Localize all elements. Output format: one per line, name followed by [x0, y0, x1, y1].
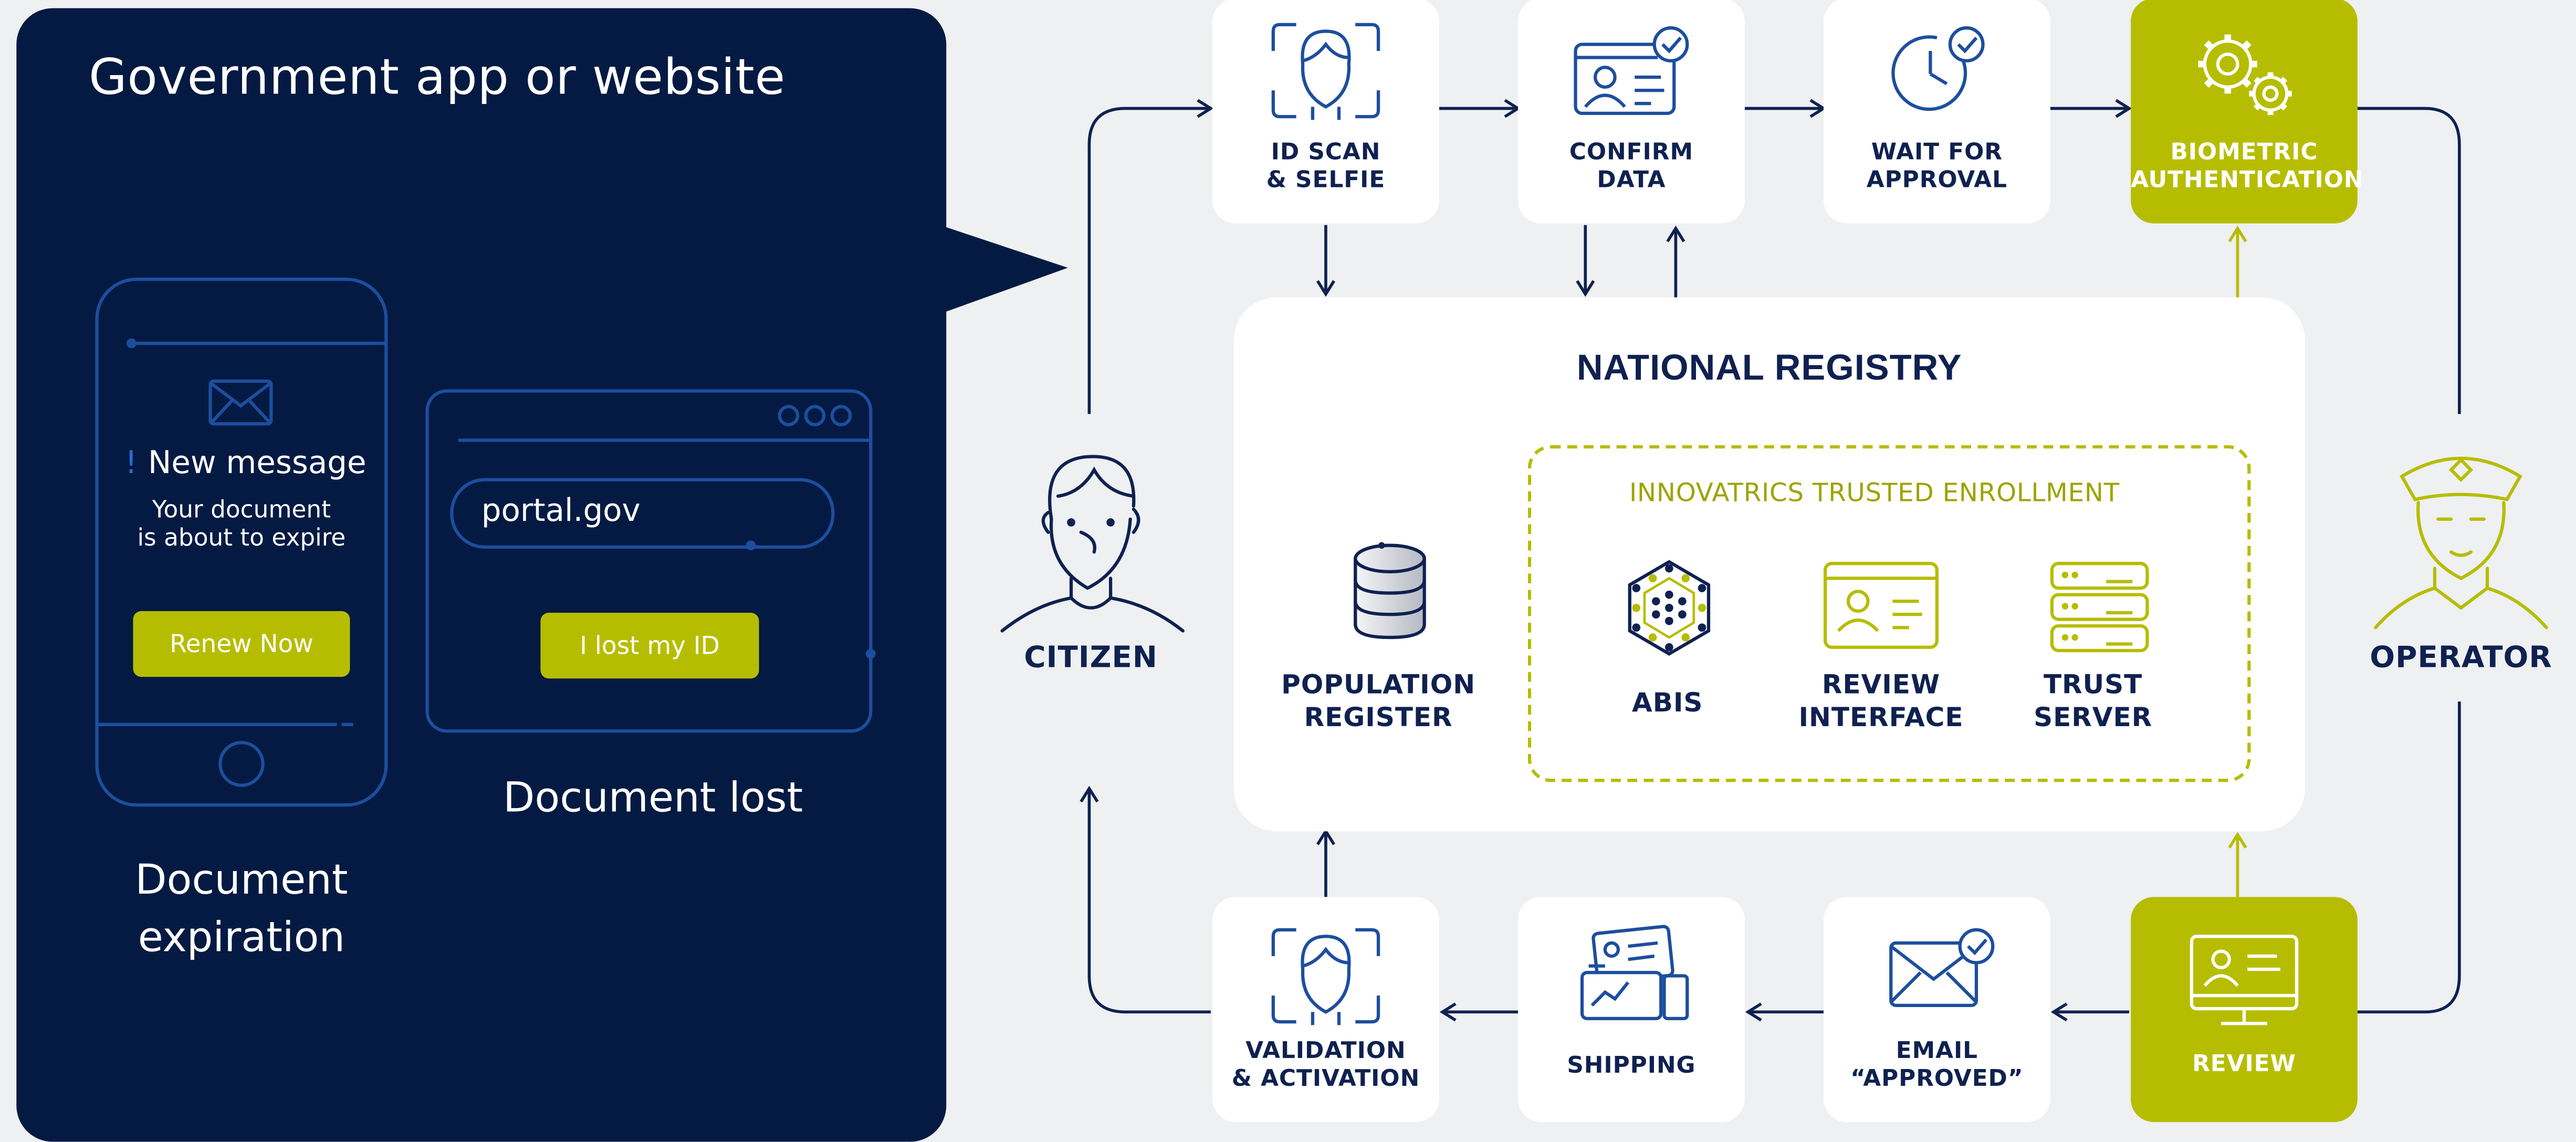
operator-figure-icon — [2374, 456, 2548, 630]
step-label: EMAIL “APPROVED” — [1850, 1038, 2024, 1093]
registry-title: NATIONAL REGISTRY — [1576, 347, 1962, 388]
step-wait-for-approval: WAIT FOR APPROVAL — [1824, 0, 2050, 224]
enrollment-title: INNOVATRICS TRUSTED ENROLLMENT — [1629, 478, 2120, 508]
renew-now-button[interactable]: Renew Now — [133, 611, 350, 677]
step-label: VALIDATION & ACTIVATION — [1231, 1038, 1420, 1093]
speech-pointer — [945, 226, 1068, 312]
envelope-icon — [208, 379, 273, 426]
population-register-label: POPULATION REGISTER — [1281, 668, 1476, 733]
url-bar-outline — [450, 478, 835, 551]
panel-title: Government app or website — [88, 49, 786, 107]
government-app-panel — [16, 8, 947, 1142]
hexagon-dots-icon — [1628, 560, 1711, 656]
operator-label: OPERATOR — [2370, 641, 2552, 675]
envelope-check-icon — [1889, 928, 1995, 1007]
citizen-label: CITIZEN — [1024, 641, 1158, 675]
review-interface-label: REVIEW INTERFACE — [1798, 668, 1964, 733]
face-scan-icon — [1271, 928, 1380, 1025]
message-title: New message — [148, 445, 366, 481]
step-id-scan-selfie: ID SCAN & SELFIE — [1212, 0, 1439, 224]
gears-icon — [2198, 34, 2292, 116]
abis-label: ABIS — [1632, 686, 1703, 718]
citizen-figure-icon — [1000, 455, 1185, 633]
step-label: BIOMETRIC AUTHENTICATION — [2131, 139, 2364, 194]
phone-outline — [95, 277, 388, 807]
trusted-enrollment-frame — [1527, 445, 2251, 782]
step-biometric-authentication: BIOMETRIC AUTHENTICATION — [2131, 0, 2364, 224]
id-card-icon — [1824, 562, 1939, 649]
browser-window — [425, 389, 876, 733]
server-icon — [2050, 562, 2149, 653]
clock-check-icon — [1891, 26, 1985, 111]
monitor-profile-icon — [2190, 935, 2299, 1025]
id-card-check-icon — [1574, 26, 1689, 116]
database-icon — [1354, 542, 1426, 640]
step-email-approved: EMAIL “APPROVED” — [1824, 897, 2050, 1122]
message-body: Your document is about to expire — [137, 498, 346, 552]
step-confirm-data: CONFIRM DATA — [1518, 0, 1745, 224]
step-label: CONFIRM DATA — [1569, 139, 1693, 194]
alert-mark: ! — [124, 445, 138, 481]
id-cards-box-icon — [1580, 925, 1689, 1021]
step-shipping: SHIPPING — [1518, 897, 1745, 1122]
lost-id-button[interactable]: I lost my ID — [540, 613, 759, 679]
step-label: WAIT FOR APPROVAL — [1866, 139, 2007, 194]
step-validation-activation: VALIDATION & ACTIVATION — [1212, 897, 1439, 1122]
document-lost-caption: Document lost — [503, 773, 803, 822]
step-label: SHIPPING — [1567, 1053, 1696, 1080]
step-label: REVIEW — [2192, 1051, 2296, 1078]
face-scan-icon — [1271, 23, 1380, 120]
url-field[interactable]: portal.gov — [481, 493, 641, 529]
document-expiration-caption: Document expiration — [135, 856, 348, 961]
step-label: ID SCAN & SELFIE — [1266, 139, 1386, 194]
step-review: REVIEW — [2131, 897, 2358, 1122]
new-message-heading: ! New message — [125, 445, 366, 481]
trust-server-label: TRUST SERVER — [2034, 668, 2153, 733]
